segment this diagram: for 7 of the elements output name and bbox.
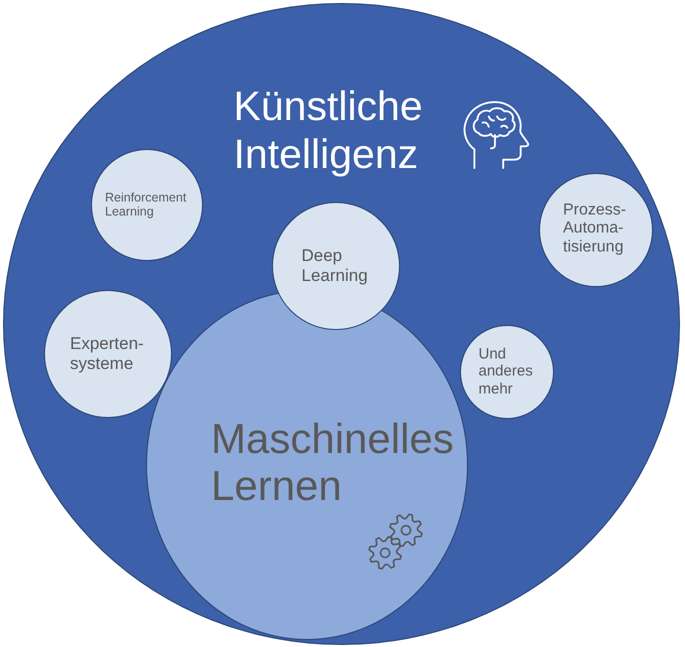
field-title: Künstliche Intelligenz — [234, 82, 424, 178]
topic-label: Und anderes mehr — [478, 344, 534, 398]
topic-label: Reinforcement Learning — [105, 190, 188, 220]
topic-label: Deep Learning — [302, 245, 369, 286]
topic-label: Experten- systeme — [70, 333, 145, 374]
topic-label: Prozess- Automa- tisierung — [563, 201, 628, 258]
field-title: Maschinelles Lernen — [211, 415, 455, 510]
